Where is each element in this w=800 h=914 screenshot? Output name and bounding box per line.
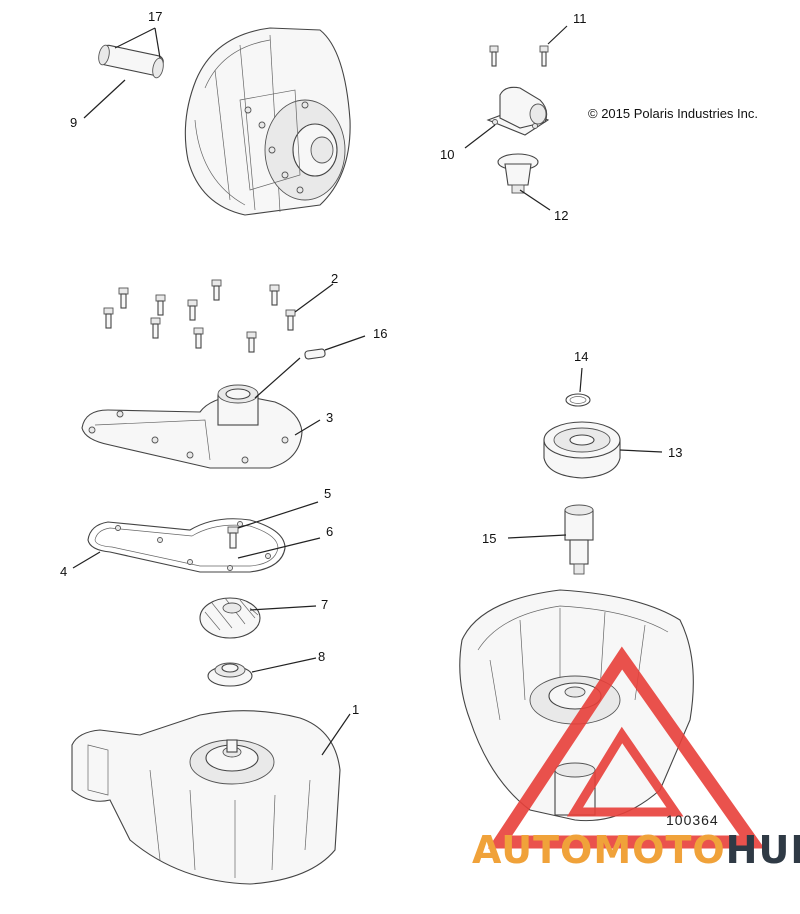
watermark-logo-text: AUTOMOTOHUB (472, 828, 800, 872)
callout-14: 14 (574, 349, 589, 364)
part-10-outlet (486, 86, 550, 136)
callout-3: 3 (326, 410, 334, 425)
callout-9: 9 (70, 115, 78, 130)
callout-10: 10 (440, 147, 455, 162)
part-5-bolt (227, 526, 239, 549)
callout-13: 13 (668, 445, 683, 460)
part-2-bolts (103, 279, 296, 353)
part-16-dowel (304, 348, 326, 360)
copyright-notice: © 2015 Polaris Industries Inc. (588, 106, 758, 121)
callout-8: 8 (318, 649, 326, 664)
callout-7: 7 (321, 597, 329, 612)
callout-1: 1 (352, 702, 360, 717)
watermark-text-automoto: AUTOMOTO (472, 828, 726, 872)
part-12-thermostat (497, 153, 539, 194)
part-9-pin (98, 44, 164, 79)
leader-lines (72, 25, 663, 756)
watermark-triangle (487, 646, 765, 849)
housing-top-assembly (184, 27, 351, 216)
part-3-pump-cover (81, 384, 303, 469)
part-14-oring (565, 393, 591, 407)
part-7-impeller (199, 597, 261, 639)
callout-11: 11 (573, 11, 587, 26)
part-8-seal (207, 662, 253, 687)
callout-15: 15 (482, 531, 497, 546)
callout-4: 4 (60, 564, 68, 579)
callout-12: 12 (554, 208, 569, 223)
callout-5: 5 (324, 486, 332, 501)
callout-16: 16 (373, 326, 388, 341)
diagram-id: 100364 (666, 812, 719, 828)
part-11-bolts (489, 45, 549, 67)
part-1-housing (71, 710, 341, 885)
callout-6: 6 (326, 524, 334, 539)
callout-17: 17 (148, 9, 163, 24)
callout-2: 2 (331, 271, 339, 286)
part-4-gasket (87, 518, 286, 573)
part-13-bearing (543, 421, 621, 479)
watermark-text-hub: HUB (725, 828, 800, 872)
part-15-shaft (564, 504, 594, 575)
